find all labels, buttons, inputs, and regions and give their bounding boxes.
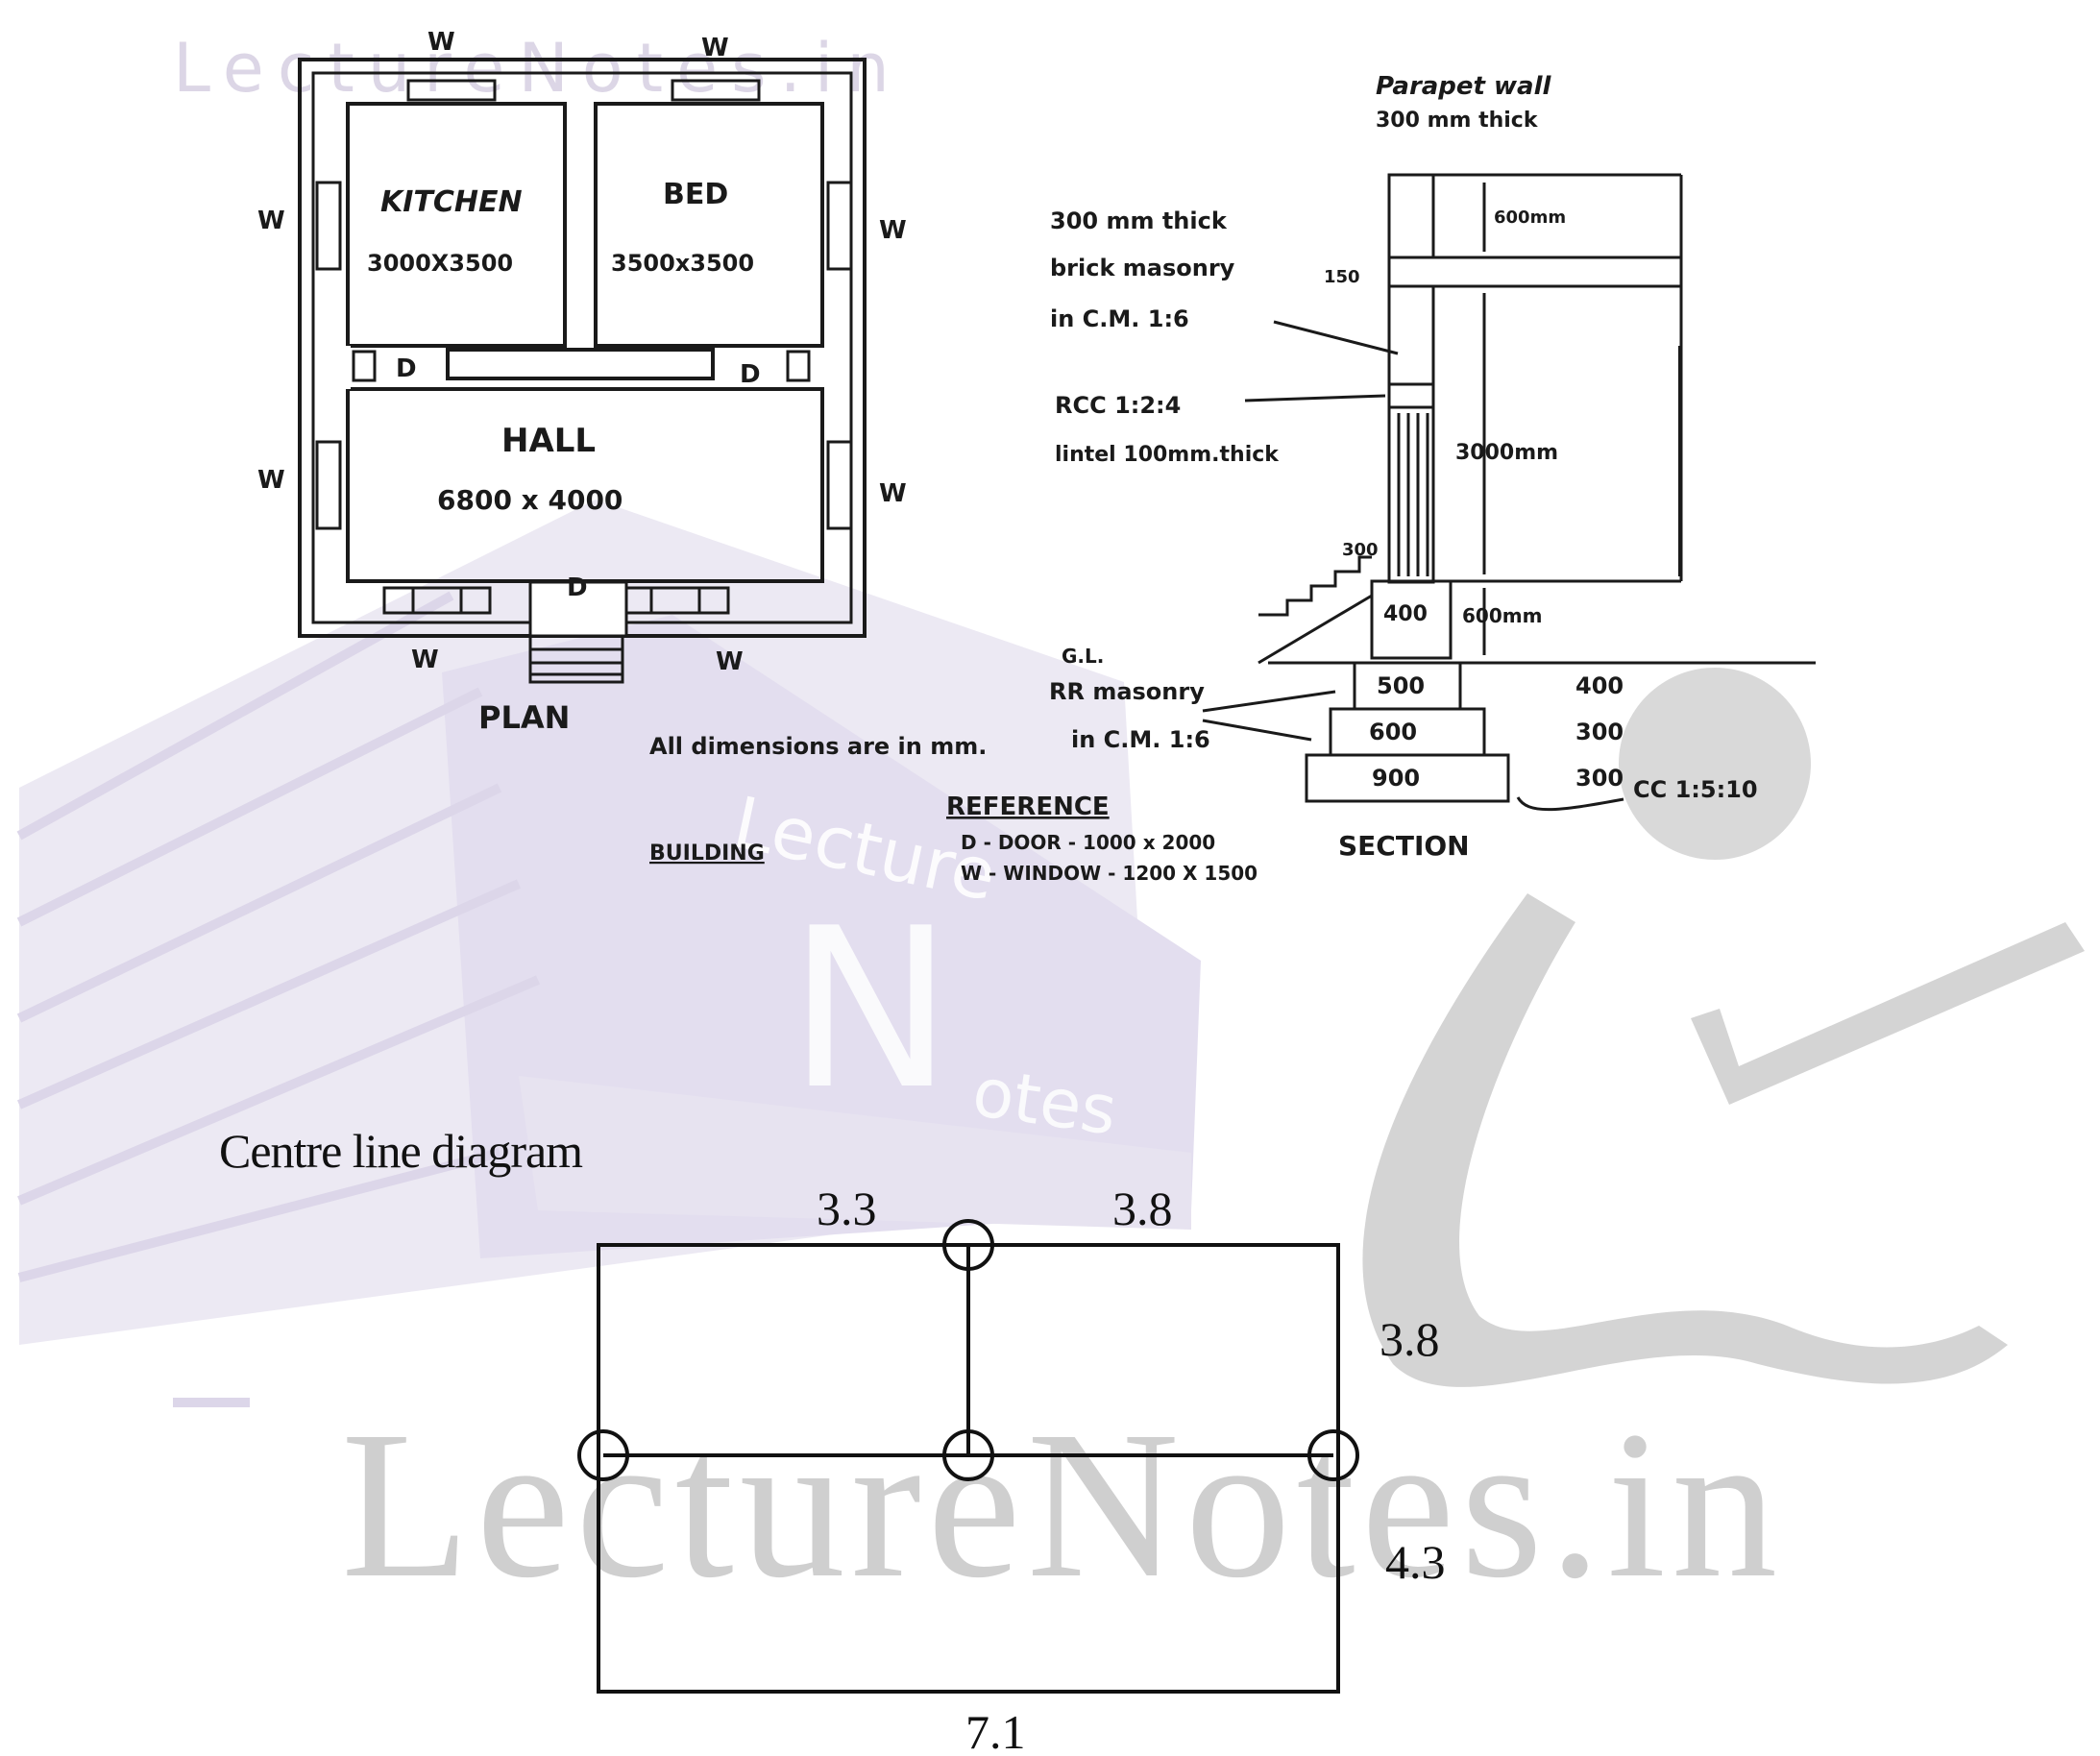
watermark-bottom-text: LectureNotes.in <box>341 1387 1783 1622</box>
centre-line-title: Centre line diagram <box>219 1124 583 1178</box>
watermark-tick <box>1691 922 2085 1105</box>
bed-size: 3500x3500 <box>611 250 754 277</box>
watermark-logo-word-2: N <box>788 882 953 1138</box>
window-label-4: W <box>879 216 907 245</box>
door-kitchen <box>345 346 377 389</box>
hall-label: HALL <box>501 422 596 460</box>
brick-label-1: 300 mm thick <box>1050 207 1228 234</box>
front-steps <box>528 580 628 684</box>
footing-600: 600 <box>1369 719 1417 745</box>
rcc-label-2: lintel 100mm.thick <box>1055 443 1280 467</box>
section-title: SECTION <box>1338 830 1470 862</box>
footing-500: 500 <box>1377 672 1425 699</box>
dim-bottom: 7.1 <box>965 1705 1026 1756</box>
junction-right <box>1307 1429 1359 1481</box>
plan-title: PLAN <box>478 699 570 736</box>
window-label-8: W <box>716 647 744 676</box>
dim-300-step: 300 <box>1342 540 1379 560</box>
gl-label: G.L. <box>1062 645 1104 668</box>
depth-300a: 300 <box>1575 719 1624 745</box>
watermark-logo-word-4: .in <box>1086 1239 1168 1318</box>
door-label-front: D <box>567 573 588 602</box>
rcc-label-1: RCC 1:2:4 <box>1055 392 1181 419</box>
reference-window: W - WINDOW - 1200 X 1500 <box>961 862 1258 885</box>
kitchen-label: KITCHEN <box>380 185 523 219</box>
dim-3000: 3000mm <box>1455 441 1558 465</box>
watermark-top-text: LectureNotes.in <box>173 29 903 108</box>
depth-300b: 300 <box>1575 765 1624 792</box>
section-labels: Parapet wall 300 mm thick 300 mm thick b… <box>1049 72 1758 862</box>
dim-600-top: 600mm <box>1494 207 1566 228</box>
hall-size: 6800 x 4000 <box>437 484 623 516</box>
window-label-3: W <box>257 207 285 235</box>
window-label-5: W <box>257 466 285 495</box>
dim-150: 150 <box>1324 267 1360 287</box>
watermark: LectureNotes.in Lecture N otes .in <box>16 29 2085 1622</box>
parapet-label: Parapet wall <box>1376 72 1552 101</box>
dim-400: 400 <box>1383 602 1428 626</box>
depth-400: 400 <box>1575 672 1624 699</box>
floor-plan <box>298 58 867 684</box>
kitchen-size: 3000X3500 <box>367 250 513 277</box>
drawing-notes: All dimensions are in mm. REFERENCE BUIL… <box>649 733 1258 885</box>
brick-label-2: brick masonry <box>1050 255 1235 281</box>
plan-labels: KITCHEN 3000X3500 BED 3500x3500 HALL 680… <box>257 28 907 736</box>
reference-door: D - DOOR - 1000 x 2000 <box>961 831 1215 854</box>
window-label-6: W <box>879 479 907 508</box>
door-bed <box>786 350 811 382</box>
all-dimensions-note: All dimensions are in mm. <box>649 733 987 760</box>
dim-top-left: 3.3 <box>817 1182 877 1235</box>
bed-label: BED <box>663 178 728 211</box>
watermark-logo: Lecture N otes .in <box>16 500 2085 1407</box>
cc-label: CC 1:5:10 <box>1633 776 1758 803</box>
dim-600-bottom: 600mm <box>1462 604 1542 627</box>
centre-line-diagram <box>577 1219 1359 1694</box>
window-label-2: W <box>701 34 729 62</box>
dim-right-upper: 3.8 <box>1380 1312 1440 1366</box>
parapet-thickness: 300 mm thick <box>1376 109 1539 133</box>
junction-centre <box>942 1429 994 1481</box>
footing-900: 900 <box>1372 765 1420 792</box>
reference-title: REFERENCE <box>946 793 1110 821</box>
dim-right-lower: 4.3 <box>1385 1535 1446 1589</box>
building-label: BUILDING <box>649 841 765 866</box>
door-label-bed: D <box>740 360 761 389</box>
door-label-kitchen: D <box>396 354 417 383</box>
centre-line-dimensions: 3.3 3.8 3.8 4.3 7.1 <box>817 1182 1446 1756</box>
rr-label-1: RR masonry <box>1049 678 1205 705</box>
rr-label-2: in C.M. 1:6 <box>1071 726 1210 753</box>
brick-label-3: in C.M. 1:6 <box>1050 305 1189 332</box>
dim-top-right: 3.8 <box>1112 1182 1173 1235</box>
watermark-circle <box>1619 668 1811 860</box>
window-label-7: W <box>411 646 439 674</box>
junction-left <box>577 1429 629 1481</box>
watermark-swoosh <box>1362 893 2008 1387</box>
window-label-1: W <box>427 28 455 57</box>
junction-top <box>942 1219 994 1271</box>
wall-section <box>1202 173 1816 812</box>
